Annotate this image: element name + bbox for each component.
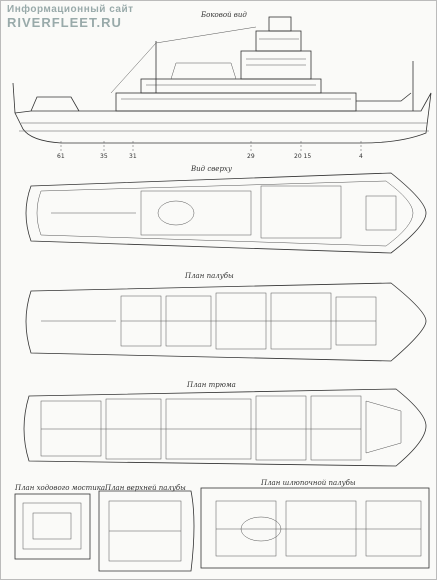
frame-number: 35 bbox=[100, 153, 108, 160]
upper-deck-plan-drawing bbox=[98, 490, 195, 572]
caption-boat-deck-plan: План шлюпочной палубы bbox=[261, 479, 356, 487]
side-view-drawing bbox=[12, 16, 432, 153]
caption-upper-deck-plan: План верхней палубы bbox=[105, 484, 186, 492]
caption-side-view: Боковой вид bbox=[201, 11, 247, 19]
frame-number: 31 bbox=[129, 153, 137, 160]
watermark-line2: RIVERFLEET.RU bbox=[7, 15, 122, 30]
hold-plan-drawing bbox=[23, 388, 427, 467]
caption-hold-plan: План трюма bbox=[187, 381, 236, 389]
watermark-line1: Информационный сайт bbox=[7, 4, 134, 15]
frame-number: 20 15 bbox=[294, 153, 312, 160]
wheelhouse-plan-drawing bbox=[14, 493, 91, 560]
top-view-drawing bbox=[25, 172, 427, 254]
frame-number: 61 bbox=[57, 153, 65, 160]
boat-deck-plan-drawing bbox=[200, 487, 430, 569]
frame-number: 29 bbox=[247, 153, 255, 160]
caption-deck-plan: План палубы bbox=[185, 272, 234, 280]
caption-top-view: Вид сверху bbox=[191, 165, 232, 173]
caption-wheelhouse-plan: План ходового мостика bbox=[15, 484, 106, 492]
deck-plan-drawing bbox=[25, 282, 427, 362]
frame-number: 4 bbox=[359, 153, 363, 160]
